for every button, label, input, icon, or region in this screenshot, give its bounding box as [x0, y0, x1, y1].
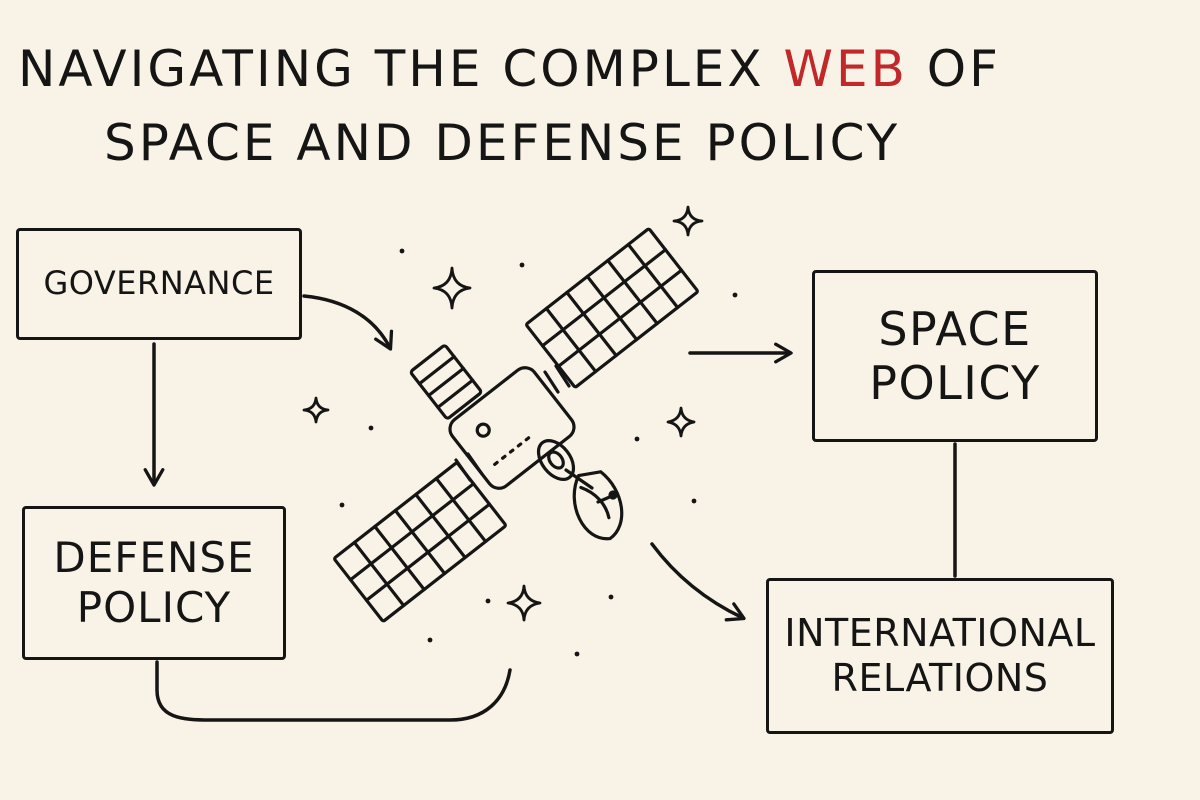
international-relations-label-line-2: RELATIONS [831, 656, 1049, 700]
space-policy-label-line-2: POLICY [869, 356, 1041, 410]
title-text: NAVIGATING THE COMPLEX [18, 40, 784, 98]
defense-policy-label-line-2: POLICY [76, 583, 232, 632]
title-text-end: OF [907, 40, 1001, 98]
sparkle-star-icon [302, 205, 704, 622]
star-dots [339, 248, 738, 657]
governance-label: GOVERNANCE [43, 264, 275, 303]
arrow-satellite-to-international-relations [650, 542, 746, 622]
international-relations-box: INTERNATIONAL RELATIONS [766, 578, 1114, 734]
international-relations-label-line-1: INTERNATIONAL [784, 611, 1096, 656]
defense-policy-box: DEFENSE POLICY [22, 506, 286, 660]
space-policy-label-line-1: SPACE [878, 301, 1032, 356]
title-accent-word: WEB [783, 40, 908, 98]
connector-defense-policy-loop [155, 660, 512, 722]
governance-box: GOVERNANCE [16, 228, 302, 340]
arrow-governance-to-satellite [302, 294, 394, 351]
page-title-line-2: SPACE AND DEFENSE POLICY [104, 114, 901, 172]
page-title-line-1: NAVIGATING THE COMPLEX WEB OF [18, 40, 1001, 98]
satellite-icon [333, 227, 699, 623]
space-policy-box: SPACE POLICY [812, 270, 1098, 442]
defense-policy-label-line-1: DEFENSE [53, 533, 255, 583]
